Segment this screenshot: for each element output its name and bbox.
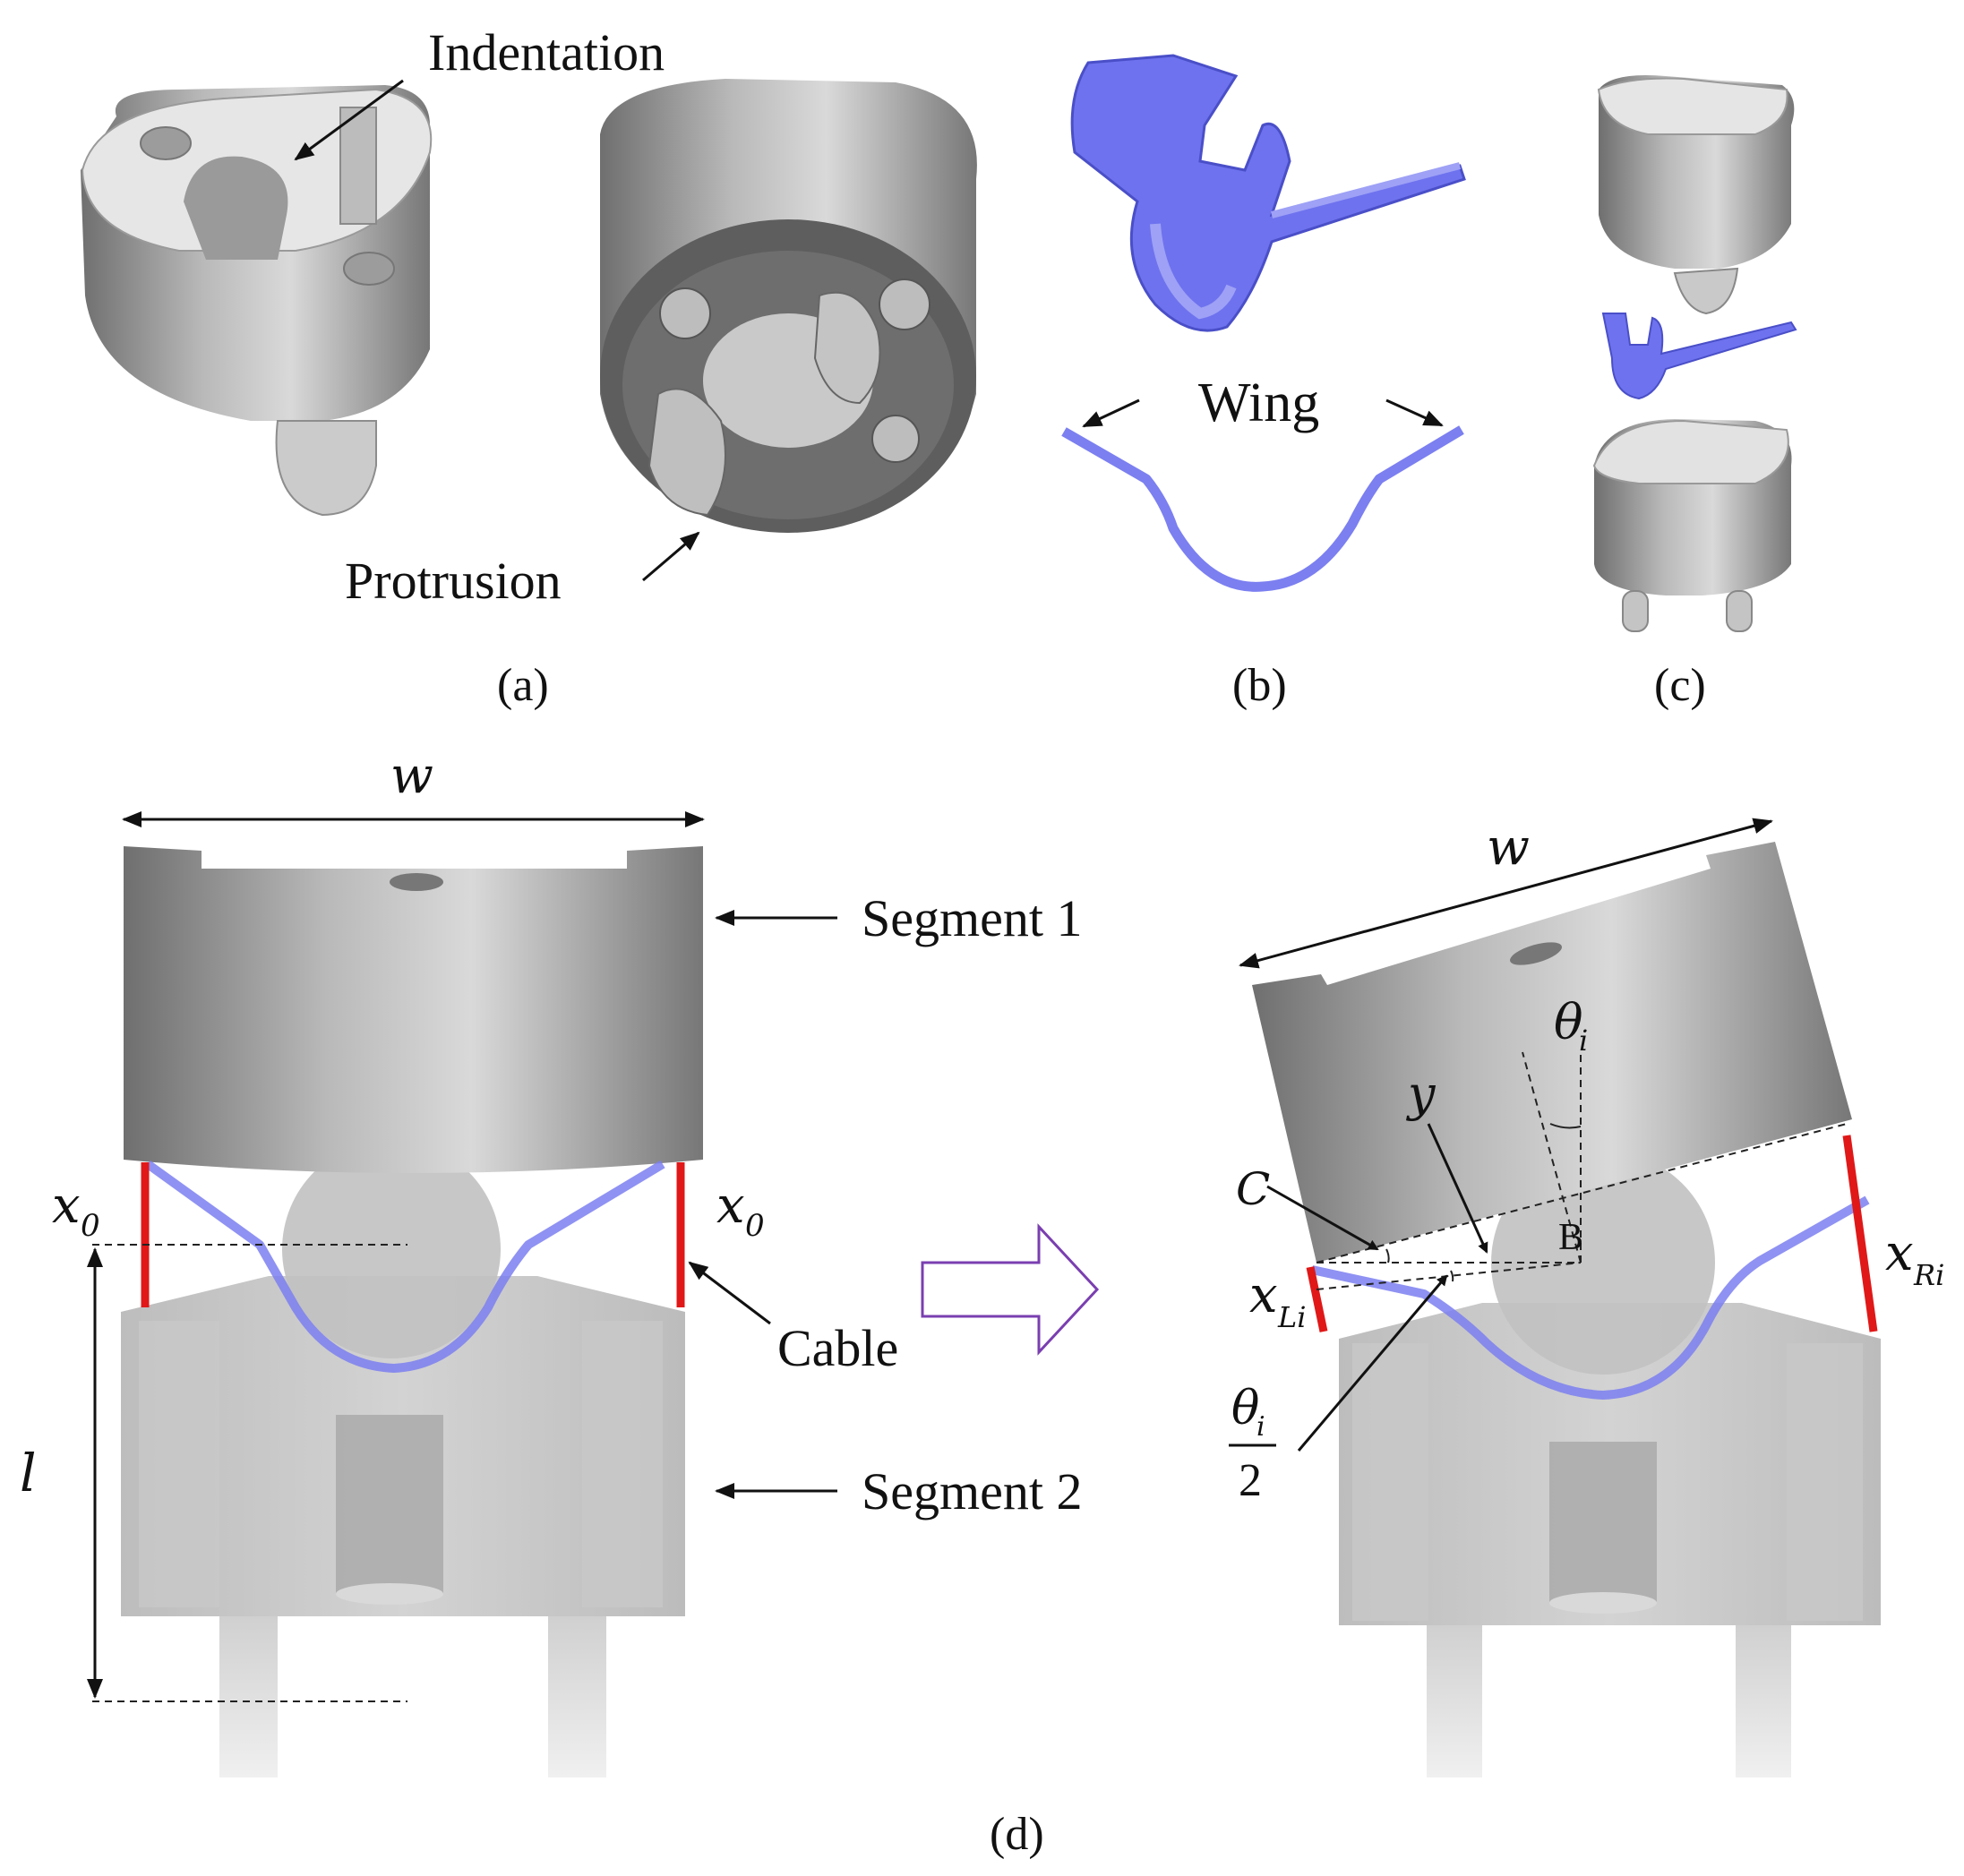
tilted-vertical-ref [1522,1051,1582,1264]
ball-joint-bent [1491,1151,1715,1375]
caption-a: (a) [497,660,549,711]
width-dimension-bent [1239,818,1773,969]
half-theta-label: θ i 2 [1229,1382,1276,1506]
segment-1-body-bent [1252,842,1852,1263]
y-arrow [1427,1123,1488,1254]
point-c-label: C [1236,1163,1270,1215]
caption-c: (c) [1654,660,1706,711]
x0-label-right: x 0 [716,1177,765,1244]
panel-b: Wing (b) [1061,54,1466,711]
assembly-wing [1601,313,1797,400]
protrusion-arrow [642,531,700,582]
w-label-right: w [1487,818,1530,877]
panel-d-straight: w l x 0 x 0 Segment 1 Segment 2 Cable [20,747,1082,1777]
wing-3d-view [1070,54,1466,332]
wing-element-bent [1310,1195,1870,1400]
segment-1-body [124,846,703,1173]
transition-arrow [921,1223,1100,1356]
ball-joint [282,1140,501,1358]
point-b-label: B [1558,1217,1583,1258]
cable-right-bent [1842,1135,1878,1332]
svg-text:i: i [1579,1024,1588,1058]
svg-text:0: 0 [81,1208,100,1244]
panel-c: (c) [1592,75,1797,711]
indentation-arrow [294,79,404,161]
wing-side-view [1061,425,1464,592]
svg-text:θ: θ [1231,1382,1259,1435]
half-angle-arc [1450,1270,1454,1282]
segment-bottom-view [600,79,977,533]
x-ri-label: x Ri [1885,1224,1944,1292]
wing-element [145,1160,665,1373]
panel-a: Indentation Protrusion (a) [81,23,977,711]
tilted-axis [1316,1123,1848,1264]
y-label: y [1406,1066,1437,1122]
cable-left-bent [1306,1266,1328,1332]
caption-b: (b) [1232,660,1287,711]
x0-label-left: x 0 [52,1177,100,1244]
theta-arc [1549,1123,1582,1129]
tilt-arc [1385,1248,1390,1264]
svg-text:0: 0 [745,1208,765,1244]
assembly-top-segment [1597,75,1795,315]
indentation-label: Indentation [428,23,665,81]
segment-top-view [81,85,433,517]
half-angle-ref [1316,1262,1582,1290]
l-label: l [20,1443,37,1503]
cable-label: Cable [777,1319,898,1377]
cable-arrow [688,1261,771,1325]
panel-d-bent: w C B y θ i x Li x Ri θ i [1229,818,1944,1777]
half-theta-arrow [1297,1274,1448,1452]
segment2-label: Segment 2 [862,1462,1082,1521]
caption-d: (d) [990,1809,1044,1860]
protrusion-label: Protrusion [345,552,562,610]
svg-text:x: x [52,1177,81,1235]
segment1-label: Segment 1 [862,889,1082,947]
svg-text:x: x [1885,1224,1914,1282]
w-label-left: w [390,747,433,805]
svg-text:Ri: Ri [1913,1258,1944,1292]
wing-arrow-left [1082,398,1140,428]
segment-2-body [121,1276,685,1777]
svg-text:θ: θ [1554,994,1583,1050]
svg-text:2: 2 [1239,1455,1262,1506]
point-c-arrow [1266,1185,1379,1251]
svg-text:i: i [1256,1411,1265,1443]
svg-text:x: x [1249,1266,1278,1324]
segment-2-body-bent [1339,1303,1881,1777]
wing-label: Wing [1198,373,1319,433]
assembly-bottom-segment [1592,419,1792,632]
x-li-label: x Li [1249,1266,1306,1334]
wing-arrow-right [1385,398,1444,427]
theta-i-label: θ i [1554,994,1588,1058]
svg-text:x: x [716,1177,745,1235]
svg-text:Li: Li [1277,1300,1306,1334]
